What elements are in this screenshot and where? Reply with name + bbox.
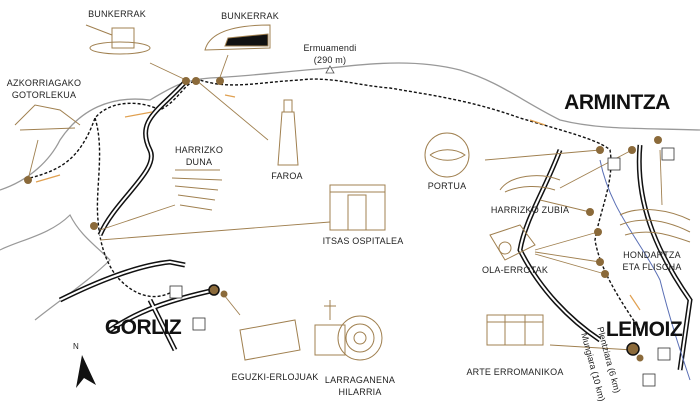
label-itsas-ospitalea: ITSAS OSPITALEA bbox=[322, 236, 404, 246]
hiking-trail bbox=[29, 78, 641, 331]
illustrations bbox=[14, 24, 691, 361]
road bbox=[58, 80, 693, 371]
hospital-illustration bbox=[329, 184, 386, 231]
label-ermuamendi-height: (290 m) bbox=[313, 55, 347, 65]
north-arrow-icon bbox=[76, 355, 96, 388]
label-ola-errotak: OLA-ERROTAK bbox=[481, 265, 549, 275]
coastline bbox=[0, 62, 700, 191]
label-portua: PORTUA bbox=[427, 181, 467, 191]
bunker-cannon-illustration bbox=[85, 24, 151, 55]
fortress-illustration bbox=[14, 104, 81, 131]
label-harrizko: HARRIZKO bbox=[174, 145, 224, 155]
flysch-illustration bbox=[619, 209, 691, 243]
house-icons bbox=[169, 147, 675, 387]
town-label-armintza: ARMINTZA bbox=[564, 91, 670, 114]
mill-illustration bbox=[489, 224, 536, 261]
label-harrizko-zubia: HARRIZKO ZUBIA bbox=[490, 205, 570, 215]
stele-illustration bbox=[337, 315, 383, 361]
label-eguzki-erlojuak: EGUZKI-ERLOJUAK bbox=[231, 372, 319, 382]
label-arte-erromanikoa: ARTE ERROMANIKOA bbox=[466, 367, 564, 377]
poi-markers bbox=[24, 77, 662, 362]
lighthouse-illustration bbox=[277, 99, 299, 166]
label-bunkerrak-1: BUNKERRAK bbox=[88, 9, 146, 19]
label-ermuamendi: Ermuamendi bbox=[303, 43, 357, 53]
sundial-illustration bbox=[239, 300, 346, 361]
label-hondartza: HONDARTZA bbox=[623, 250, 681, 260]
label-larraganena: LARRAGANENA bbox=[324, 375, 396, 385]
bunker-illustration bbox=[204, 24, 271, 51]
summit-icon bbox=[325, 65, 335, 74]
coastline-west bbox=[0, 213, 111, 321]
port-illustration bbox=[424, 132, 470, 178]
town-label-gorliz: GORLIZ bbox=[104, 316, 182, 339]
label-eta-flischa: ETA FLISCHA bbox=[622, 262, 682, 272]
river bbox=[599, 159, 691, 381]
label-bunkerrak-2: BUNKERRAK bbox=[221, 11, 279, 21]
romanesque-illustration bbox=[486, 314, 544, 346]
town-label-lemoiz: LEMOIZ bbox=[605, 318, 683, 341]
label-duna: DUNA bbox=[185, 157, 213, 167]
label-hilarria: HILARRIA bbox=[338, 387, 382, 397]
label-gotorlekua: GOTORLEKUA bbox=[11, 90, 77, 100]
label-faroa: FAROA bbox=[271, 171, 303, 181]
compass-n-label: N bbox=[73, 342, 79, 351]
bridge-illustration bbox=[499, 175, 561, 193]
direction-arrows bbox=[35, 94, 641, 311]
label-azkorriagako: AZKORRIAGAKO bbox=[6, 78, 82, 88]
leader-lines bbox=[27, 54, 663, 351]
dune-illustration bbox=[171, 169, 223, 211]
